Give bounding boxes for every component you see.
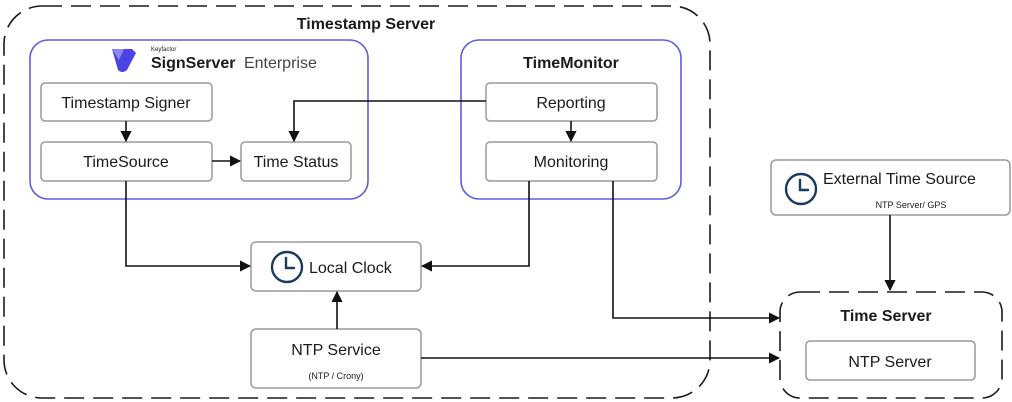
logo-signserver-text: SignServer: [151, 55, 235, 72]
time-server-title: Time Server: [840, 308, 931, 325]
timestamp-server-title: Timestamp Server: [297, 16, 435, 33]
ntp-server-label: NTP Server: [848, 354, 932, 371]
logo-edition-text: Enterprise: [244, 55, 317, 72]
time-server-boundary: [779, 291, 1003, 399]
time-status-label: Time Status: [254, 154, 339, 171]
logo-product-name: SignServer Enterprise: [151, 55, 317, 72]
timestamp-signer-label: Timestamp Signer: [61, 95, 191, 112]
reporting-label: Reporting: [536, 95, 605, 112]
external-time-source-label: External Time Source: [823, 171, 976, 188]
monitoring-label: Monitoring: [534, 154, 609, 171]
clock-icon: [270, 250, 304, 284]
ntp-server-box: [805, 340, 976, 381]
local-clock-label: Local Clock: [309, 260, 393, 277]
arrow-monitoring-to-local-clock: [420, 181, 530, 272]
timemonitor-title: TimeMonitor: [523, 55, 619, 72]
ntp-service-sublabel: (NTP / Crony): [308, 371, 363, 381]
arrow-timesource-to-local-clock: [125, 181, 252, 272]
signserver-logo-icon-highlight: [112, 49, 124, 60]
external-time-source-sublabel: NTP Server/ GPS: [876, 200, 947, 210]
timesource-label: TimeSource: [83, 154, 169, 171]
arrow-monitoring-to-time-server: [612, 181, 781, 324]
timestamp-server-boundary: [3, 5, 711, 399]
ntp-service-label: NTP Service: [291, 342, 381, 359]
logo-keyfactor-text: Keyfactor: [151, 47, 176, 53]
clock-icon: [784, 172, 818, 206]
arrow-reporting-to-status: [288, 100, 486, 143]
signserver-logo: Keyfactor SignServer Enterprise: [112, 47, 317, 72]
signserver-group: [29, 39, 369, 200]
timemonitor-group: [460, 39, 682, 200]
